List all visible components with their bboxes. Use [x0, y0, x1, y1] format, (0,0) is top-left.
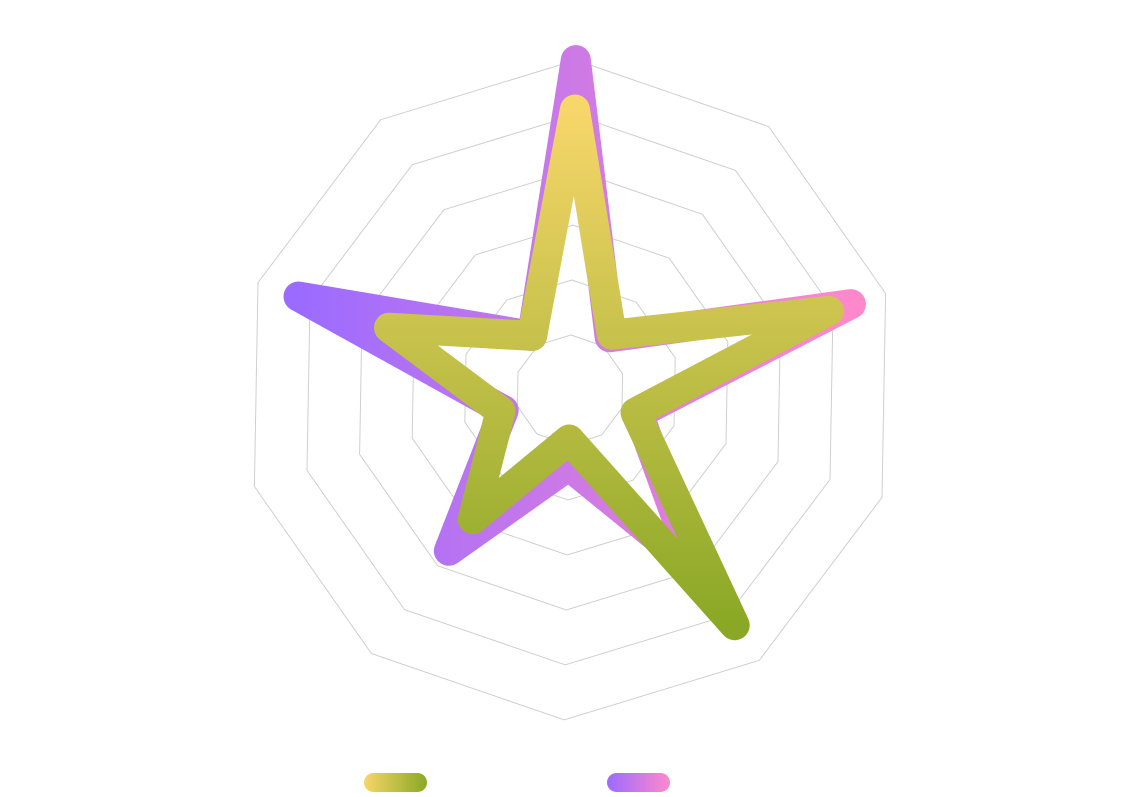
series-1-point-5: [734, 625, 735, 626]
series-2-point-7: [448, 550, 449, 551]
legend-item-series-1[interactable]: [364, 773, 435, 792]
series-1-point-1: [574, 109, 575, 110]
grid-ring-4: [359, 169, 781, 611]
series-1-line[interactable]: [374, 94, 844, 641]
series-1-point-10: [532, 335, 533, 336]
series-1-point-6: [569, 439, 570, 440]
legend: [0, 773, 1132, 793]
series-1-point-9: [389, 327, 390, 328]
grid-ring-5: [306, 114, 834, 666]
radar-series: [283, 45, 866, 641]
legend-item-series-2[interactable]: [607, 773, 678, 792]
series-2-point-1: [575, 60, 576, 61]
legend-swatch-series-1: [364, 773, 427, 792]
legend-swatch-series-2: [607, 773, 670, 792]
series-1-point-4: [635, 412, 636, 413]
series-2-point-3: [850, 304, 851, 305]
series-2-point-6: [568, 465, 569, 466]
series-1-point-2: [611, 334, 612, 335]
series-2-point-9: [298, 296, 299, 297]
series-1-point-7: [472, 519, 473, 520]
series-1-point-8: [500, 411, 501, 412]
series-1-point-3: [828, 310, 829, 311]
grid-ring-6: [253, 59, 887, 721]
